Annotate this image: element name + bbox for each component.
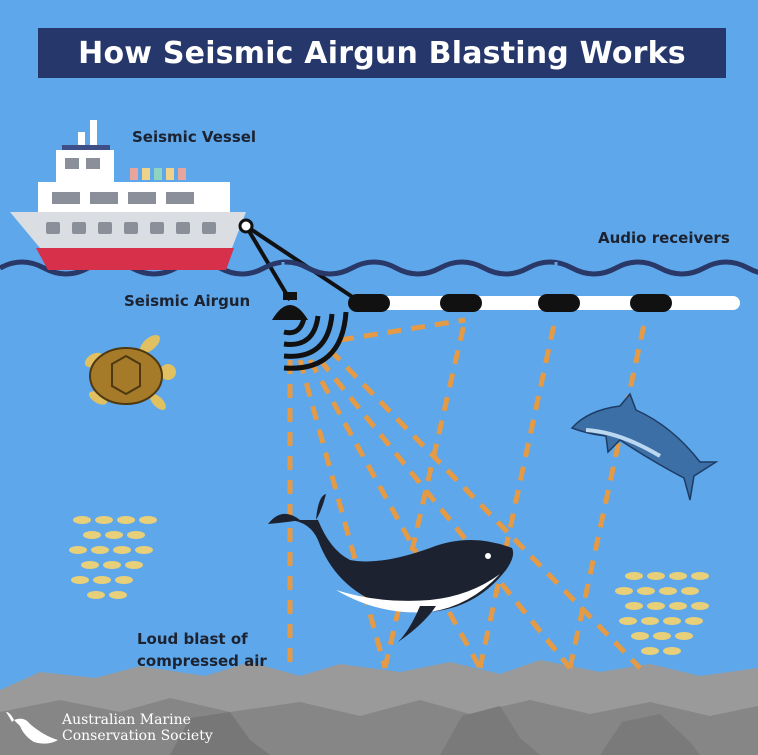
page-title: How Seismic Airgun Blasting Works <box>78 35 686 71</box>
dolphin-icon <box>570 392 719 501</box>
ship-icon <box>10 120 254 270</box>
whale-icon <box>268 494 514 642</box>
sound-wave-paths <box>287 317 648 670</box>
label-loud-blast-line1: Loud blast of <box>137 630 248 648</box>
label-audio-receivers: Audio receivers <box>598 229 730 247</box>
label-seismic-airgun: Seismic Airgun <box>124 292 251 310</box>
label-loud-blast-line2: compressed air <box>137 652 267 670</box>
title-banner: How Seismic Airgun Blasting Works <box>38 28 726 78</box>
organization-logo: Australian Marine Conservation Society <box>62 712 213 744</box>
logo-line2: Conservation Society <box>62 728 213 744</box>
seabed-rocks <box>0 660 758 755</box>
label-loud-blast: Loud blast of compressed air <box>137 628 297 672</box>
label-seismic-vessel: Seismic Vessel <box>132 128 257 146</box>
fish-school-left <box>69 516 157 599</box>
turtle-icon <box>84 335 176 410</box>
whale-logo-icon <box>6 712 58 744</box>
logo-line1: Australian Marine <box>62 712 191 728</box>
airgun-icon <box>272 292 349 371</box>
fish-school-right <box>615 572 709 655</box>
audio-receiver-streamer <box>348 294 740 312</box>
